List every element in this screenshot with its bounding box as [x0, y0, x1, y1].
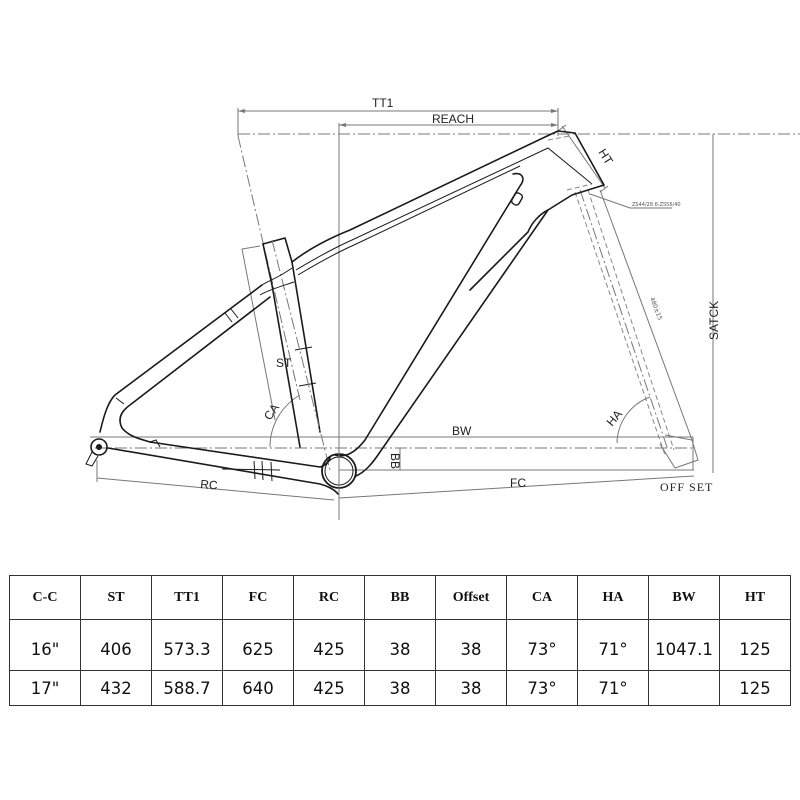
ca-label: CA — [261, 401, 282, 423]
tt1-dimension: TT1 — [237, 96, 559, 136]
cell-fc: 640 — [222, 670, 294, 706]
cell-bb: 38 — [364, 619, 436, 671]
cell-tt1: 573.3 — [151, 619, 223, 671]
reach-dimension: REACH — [338, 112, 558, 470]
header-offset: Offset — [435, 575, 507, 620]
cell-bw: 1047.1 — [648, 619, 720, 671]
header-tt1: TT1 — [151, 575, 223, 620]
cell-ht: 125 — [719, 619, 791, 671]
table-row: 16" 406 573.3 625 425 38 38 73° 71° 1047… — [9, 619, 791, 671]
frame-outline — [85, 130, 605, 520]
cell-tt1: 588.7 — [151, 670, 223, 706]
cell-bb: 38 — [364, 670, 436, 706]
header-bw: BW — [648, 575, 720, 620]
cell-fc: 625 — [222, 619, 294, 671]
bb-dimension: BB — [339, 448, 694, 471]
header-ha: HA — [577, 575, 649, 620]
svg-text:480±15: 480±15 — [648, 296, 663, 321]
cell-bw — [648, 670, 720, 706]
table-header-row: C-C ST TT1 FC RC BB Offset CA HA BW HT — [9, 575, 791, 620]
ha-angle: HA — [604, 396, 651, 444]
offset-label: OFF SET — [660, 480, 713, 494]
geometry-spec-table: C-C ST TT1 FC RC BB Offset CA HA BW HT 1… — [9, 575, 791, 706]
stack-label: SATCK — [707, 301, 721, 340]
ca-angle: CA — [261, 394, 301, 448]
cell-ht: 125 — [719, 670, 791, 706]
cell-size: 16" — [9, 619, 81, 671]
st-dimension: ST — [241, 245, 292, 421]
header-ca: CA — [506, 575, 578, 620]
svg-text:ZS44/28.6-ZS56/40: ZS44/28.6-ZS56/40 — [632, 202, 681, 208]
cell-ca: 73° — [506, 670, 578, 706]
cell-rc: 425 — [293, 670, 365, 706]
stack-dimension: SATCK — [707, 134, 721, 473]
bw-dimension: BW — [90, 424, 694, 470]
cell-ha: 71° — [577, 619, 649, 671]
cell-offset: 38 — [435, 670, 507, 706]
tt1-label: TT1 — [372, 96, 394, 110]
ha-label: HA — [604, 407, 625, 429]
cell-ha: 71° — [577, 670, 649, 706]
cell-rc: 425 — [293, 619, 365, 671]
cell-st: 406 — [80, 619, 152, 671]
header-st: ST — [80, 575, 152, 620]
cell-size: 17" — [9, 670, 81, 706]
cell-offset: 38 — [435, 619, 507, 671]
table-row: 17" 432 588.7 640 425 38 38 73° 71° 125 — [9, 670, 791, 706]
bb-label: BB — [388, 453, 402, 469]
header-ht: HT — [719, 575, 791, 620]
cell-ca: 73° — [506, 619, 578, 671]
fc-label: FC — [510, 476, 526, 490]
reach-label: REACH — [432, 112, 474, 126]
frame-geometry-drawing: TT1 REACH SATCK HT ZS44/28.6-ZS56/40 480… — [85, 96, 800, 520]
header-rc: RC — [293, 575, 365, 620]
fc-dimension: FC OFF SET — [338, 475, 713, 499]
st-label: ST — [276, 356, 292, 370]
header-fc: FC — [222, 575, 294, 620]
header-cc: C-C — [9, 575, 81, 620]
header-bb: BB — [364, 575, 436, 620]
ht-label: HT — [595, 146, 616, 168]
rc-dimension: RC — [96, 460, 335, 501]
cell-st: 432 — [80, 670, 152, 706]
rc-label: RC — [200, 477, 219, 492]
fork-outline: 480±15 — [574, 189, 699, 469]
bw-label: BW — [452, 424, 472, 438]
